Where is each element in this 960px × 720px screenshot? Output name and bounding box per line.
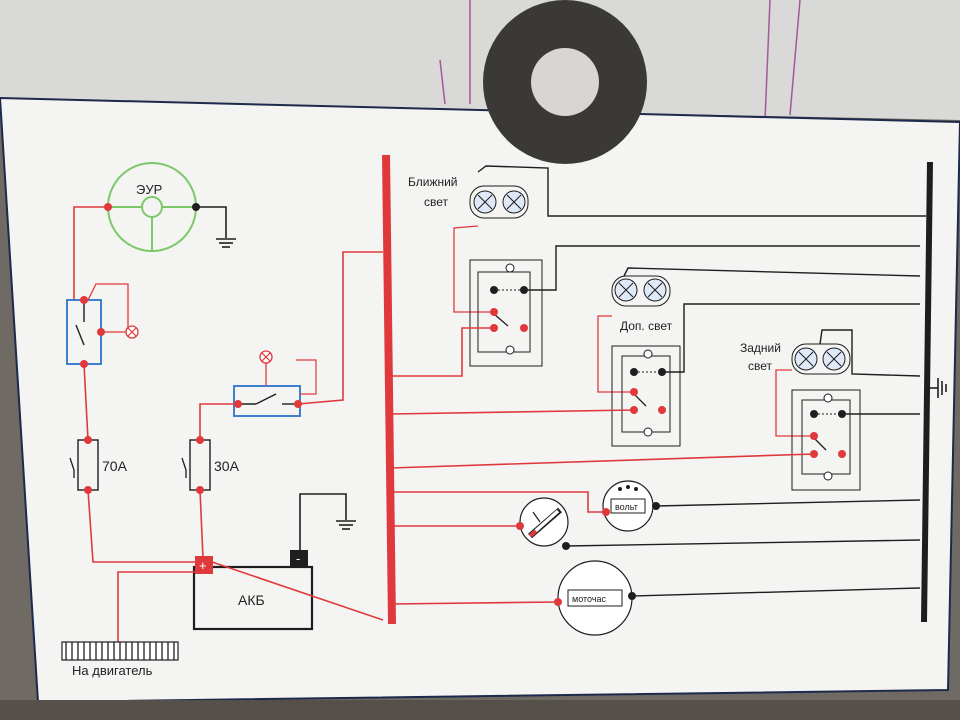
rubber-ring-hole: [531, 48, 599, 116]
battery-label: АКБ: [238, 592, 265, 608]
battery-minus-sign: -: [296, 551, 300, 566]
eur-relay-lamp-icon: [125, 325, 139, 339]
extra-light-lamp-icon: [643, 278, 667, 302]
engine-ground: На двигатель: [61, 641, 179, 678]
battery-ground-icon: [336, 520, 356, 530]
battery-positive-terminal: [195, 556, 213, 574]
fuse-30a-label: 30А: [214, 458, 240, 474]
battery-negative-terminal: [290, 550, 308, 568]
positive-bus-bar: [382, 154, 396, 625]
extra-light-switch: [611, 345, 681, 447]
eur-ground-icon: [216, 238, 236, 248]
hour-meter-gauge-icon: моточас: [557, 560, 633, 636]
aux-relay: [233, 385, 302, 417]
voltmeter-circuit: вольт: [391, 480, 921, 532]
top-sheet-scribbles: [439, 0, 801, 121]
bottom-edge: [0, 700, 960, 720]
rear-light-lamp-icon: [822, 347, 846, 371]
hour-meter-label: моточас: [572, 594, 607, 604]
battery: АКБ + -: [192, 550, 314, 631]
main-ground-icon: [937, 378, 947, 398]
ground-bus-bar: [921, 161, 933, 623]
battery-plus-sign: +: [199, 558, 207, 573]
rear-light-circuit: Задний свет: [390, 329, 921, 491]
extra-light-circuit: Доп. свет: [390, 267, 921, 447]
aux-relay-lamp-icon: [259, 350, 273, 364]
rear-light-label-line2: свет: [748, 359, 773, 373]
low-beam-lamp-icon: [473, 190, 497, 214]
eur-unit: ЭУР: [107, 162, 197, 252]
gauge-circuit: [391, 497, 921, 550]
fuse-70a-label: 70А: [102, 458, 128, 474]
low-beam-label-line2: свет: [424, 195, 449, 209]
low-beam-label-line1: Ближний: [408, 175, 458, 189]
extra-light-label: Доп. свет: [620, 319, 673, 333]
low-beam-lamp-icon: [502, 190, 526, 214]
extra-light-lamp-icon: [614, 278, 638, 302]
fuse-30a: 30А: [181, 436, 240, 494]
hour-meter-circuit: моточас: [390, 560, 921, 636]
temperature-gauge-icon: [519, 497, 569, 547]
rear-light-lamp-icon: [794, 347, 818, 371]
low-beam-circuit: Ближний свет: [391, 165, 926, 377]
rear-light-label-line1: Задний: [740, 341, 781, 355]
eur-label: ЭУР: [136, 182, 162, 197]
left-power-section: ЭУР: [61, 162, 384, 678]
voltmeter-gauge-icon: вольт: [602, 480, 654, 532]
voltmeter-label: вольт: [615, 502, 638, 512]
top-sheet: [0, 0, 960, 120]
engine-label: На двигатель: [72, 663, 153, 678]
fuse-70a: 70А: [69, 436, 128, 494]
